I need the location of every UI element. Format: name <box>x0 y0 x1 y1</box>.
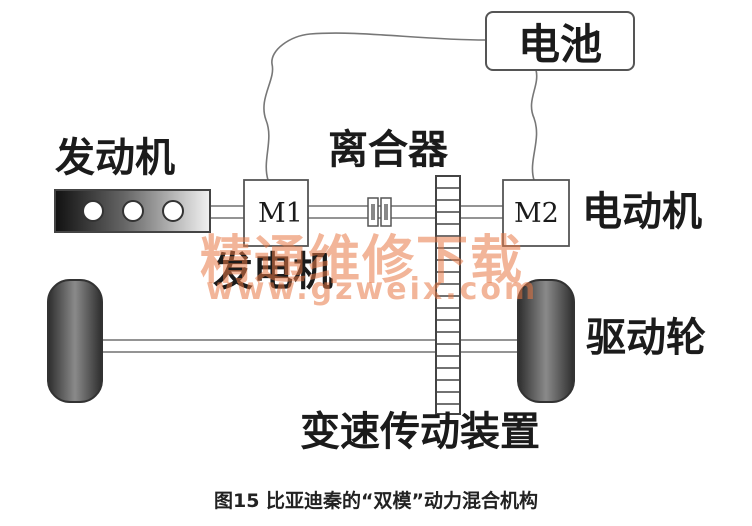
figure-caption: 图15 比亚迪秦的“双模”动力混合机构 <box>213 490 539 512</box>
wire-m2-to-battery <box>530 69 538 181</box>
electric-motor-label: 电动机 <box>582 189 702 235</box>
wire-m1-to-battery <box>263 32 487 181</box>
right-wheel <box>517 279 575 403</box>
left-wheel <box>47 279 103 403</box>
clutch-symbol <box>367 197 392 227</box>
battery-label: 电池 <box>517 19 602 69</box>
engine-cylinder <box>162 200 184 222</box>
engine-cylinder <box>82 200 104 222</box>
generator-m1-box <box>243 179 309 247</box>
engine-cylinder <box>122 200 144 222</box>
generator-label: 发电机 <box>213 249 333 295</box>
motor-m2-box <box>502 179 570 247</box>
drive-wheel-label: 驱动轮 <box>586 315 706 361</box>
transmission-label: 变速传动装置 <box>300 409 540 455</box>
watermark-text: 精通维修下载 <box>200 231 525 291</box>
engine-label: 发动机 <box>55 135 175 181</box>
m1-label: M1 <box>258 198 303 229</box>
battery-box <box>485 11 635 71</box>
clutch-label: 离合器 <box>328 127 448 173</box>
m2-label: M2 <box>514 198 559 229</box>
transmission-gear <box>435 175 461 415</box>
watermark-url: www.gzweix.com <box>206 272 539 307</box>
